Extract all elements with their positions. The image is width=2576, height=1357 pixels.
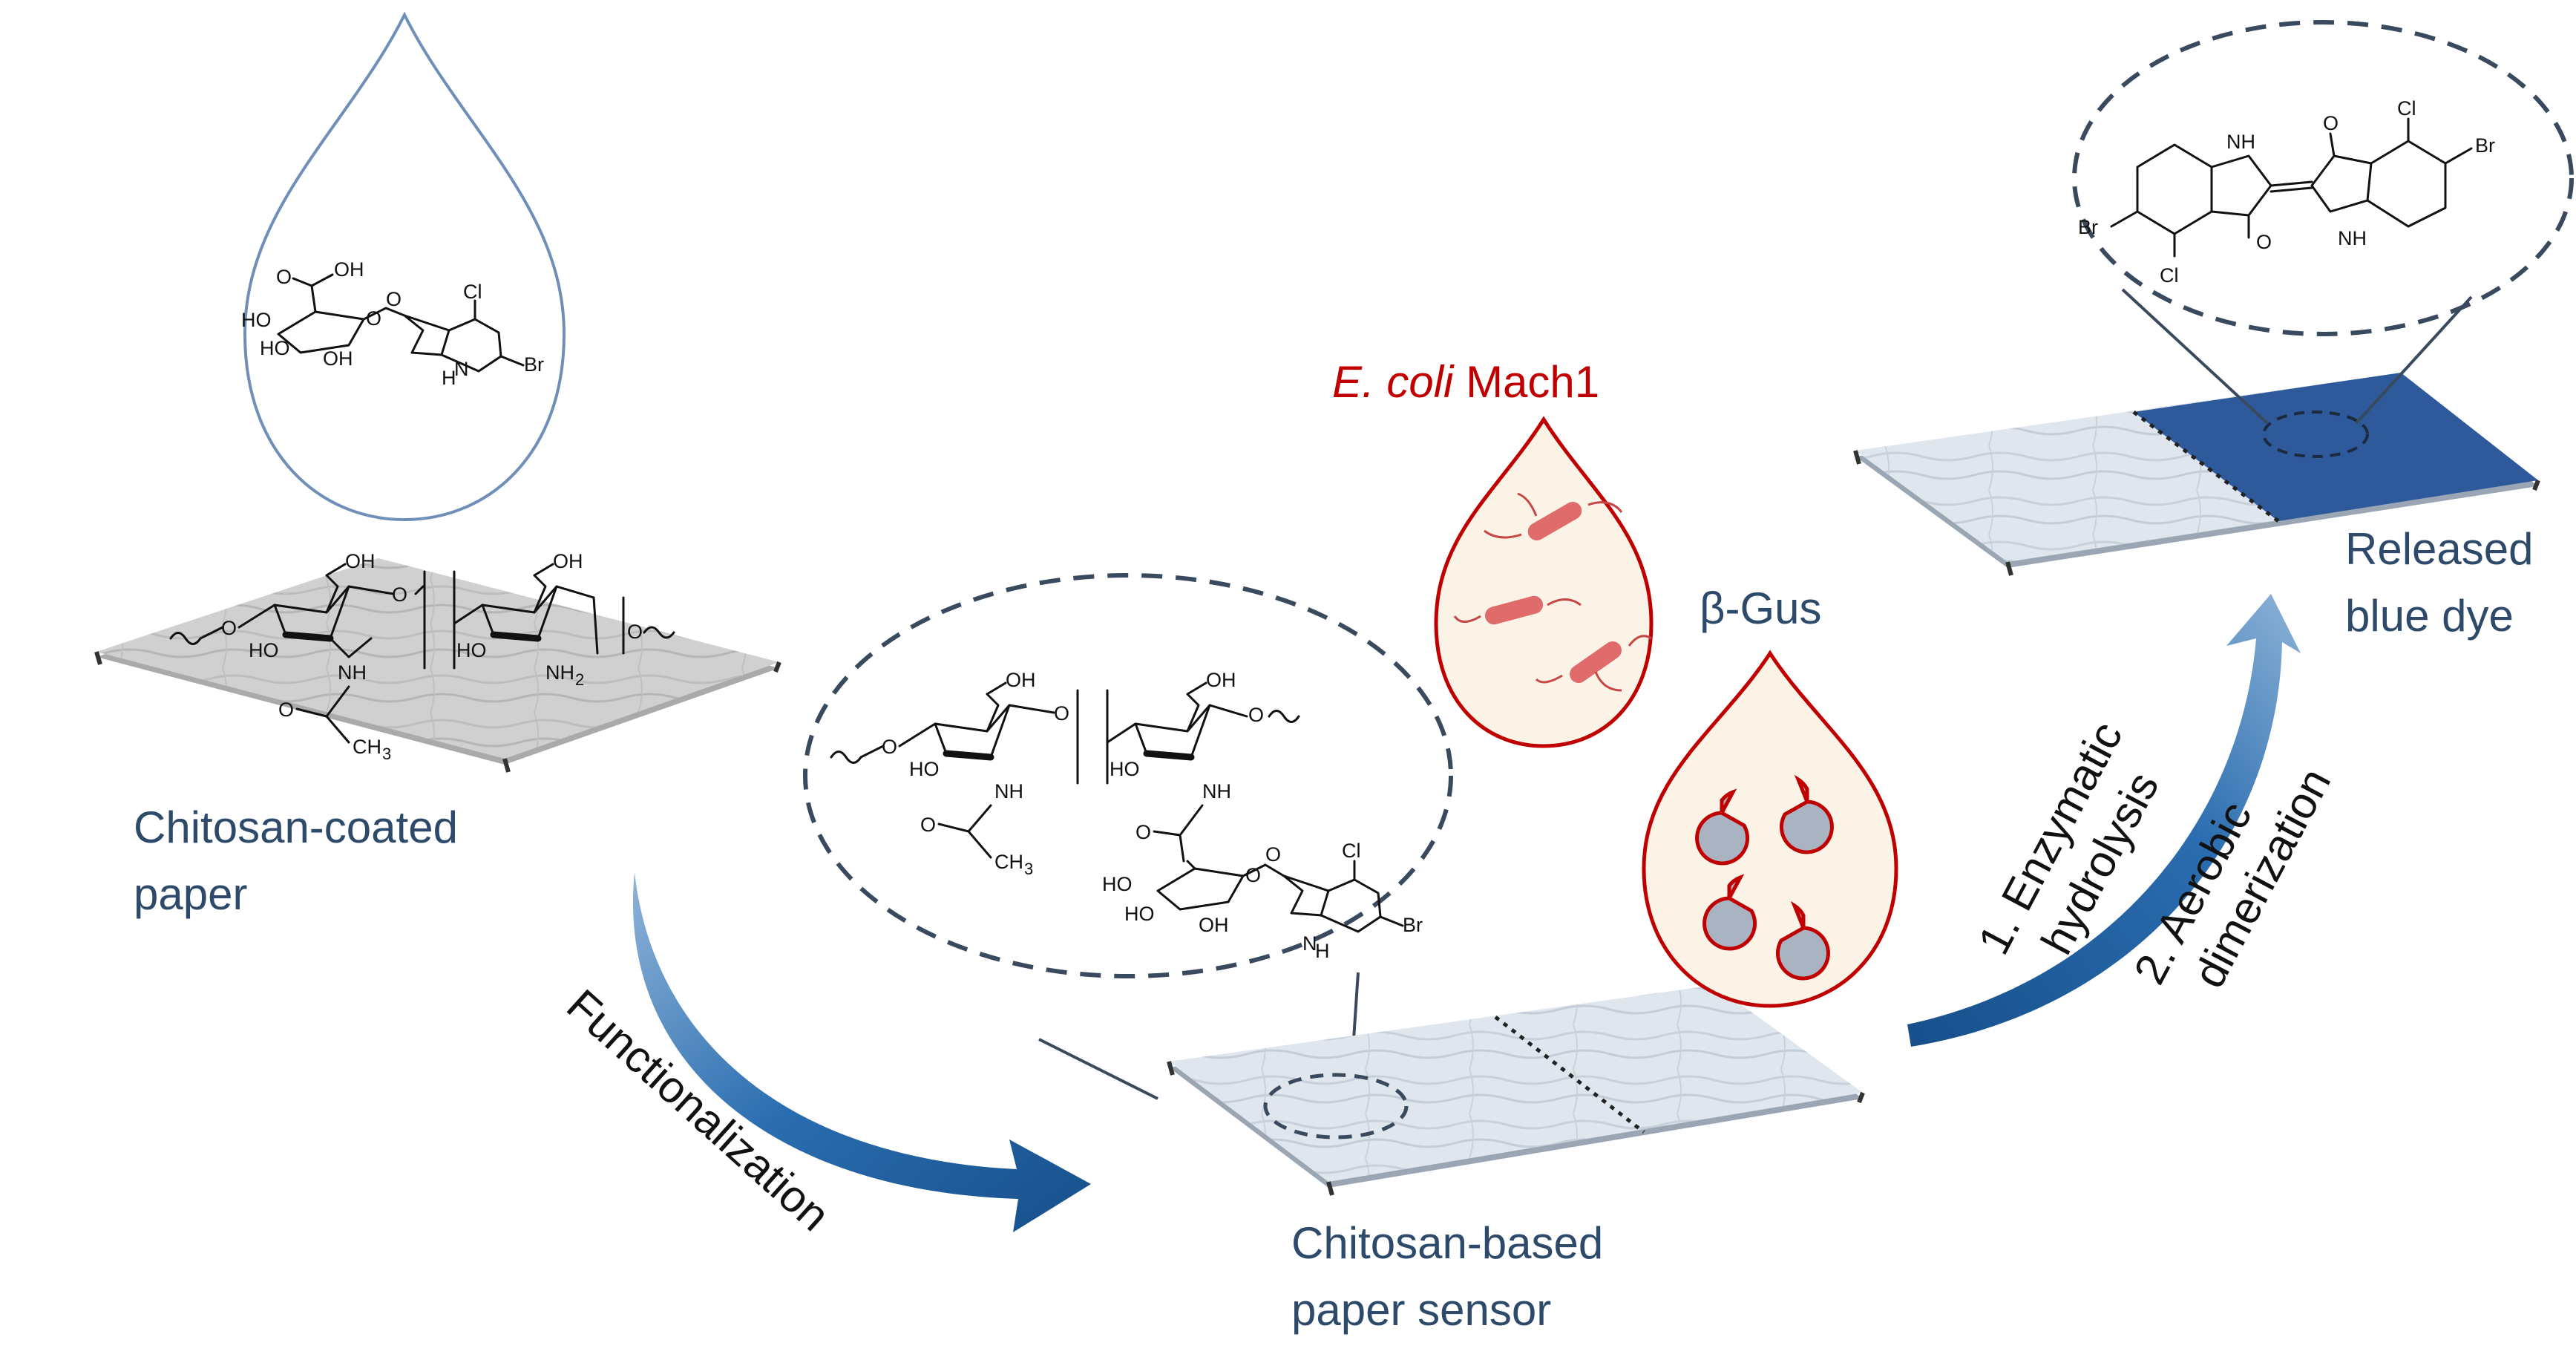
atom-ho: HO: [260, 337, 290, 359]
indigo-dye-structure: NH O Cl Br NH O Cl Br: [2078, 97, 2495, 287]
atom-cl: Cl: [1342, 840, 1361, 862]
atom-ch3: CH: [353, 736, 381, 758]
atom-cl: Cl: [463, 281, 482, 303]
enzyme-shapes: [1695, 774, 1834, 981]
atom-nh2: NH: [545, 661, 574, 684]
chitosan-coated-paper: [94, 558, 781, 773]
atom-nh: NH: [994, 780, 1023, 802]
atom-ho: HO: [249, 639, 279, 661]
atom-br: Br: [1403, 914, 1423, 936]
atom-o: O: [1265, 843, 1281, 866]
atom-o: O: [278, 699, 294, 721]
atom-nh2-sub: 2: [575, 670, 584, 689]
zoom-ellipse-dye: NH O Cl Br NH O Cl Br: [2072, 20, 2574, 425]
chitosan-coated-paper-label: Chitosan-coated: [134, 802, 458, 852]
atom-oh: OH: [1199, 914, 1229, 936]
atom-oh: OH: [345, 550, 376, 572]
atom-n: N: [454, 358, 469, 380]
atom-ch3-sub: 3: [1024, 860, 1033, 878]
atom-oh: OH: [1206, 669, 1236, 691]
atom-o: O: [627, 621, 643, 643]
atom-ho: HO: [1110, 758, 1140, 780]
chitosan-polymer-structure: O OH HO NH CH 3 O O OH HO NH 2 O: [169, 550, 675, 763]
atom-ho: HO: [909, 758, 940, 780]
beta-gus-label: β-Gus: [1700, 583, 1822, 633]
sensor-label: Chitosan-based: [1291, 1218, 1603, 1268]
atom-oh: OH: [334, 258, 364, 281]
atom-ho: HO: [1124, 903, 1155, 925]
atom-o: O: [882, 736, 897, 758]
atom-o: O: [386, 288, 402, 310]
atom-nh: NH: [2338, 227, 2367, 249]
atom-o: O: [1248, 704, 1264, 726]
atom-nh: NH: [2226, 131, 2255, 153]
atom-oh: OH: [323, 347, 353, 370]
atom-o: O: [221, 617, 237, 639]
atom-ch3: CH: [994, 851, 1023, 873]
atom-o: O: [2323, 112, 2339, 134]
zoom-ellipse-sensor: O OH HO NH O CH 3 O OH HO NH O O HO HO O…: [803, 573, 1453, 1100]
atom-oh: OH: [553, 550, 583, 572]
released-dye-paper: [1853, 373, 2540, 576]
atom-ho: HO: [241, 309, 272, 331]
atom-ho: HO: [1102, 873, 1133, 895]
functionalization-arrow: [632, 872, 1091, 1232]
atom-br: Br: [2475, 134, 2495, 157]
sensor-label-2: paper sensor: [1291, 1285, 1551, 1335]
ecoli-drop: [1434, 416, 1654, 748]
ecoli-strain: Mach1: [1466, 357, 1599, 407]
paper-sensor: [1167, 985, 1865, 1196]
atom-cl: Cl: [2397, 97, 2416, 120]
atom-br: Br: [524, 353, 544, 376]
beta-gus-drop: [1642, 650, 1898, 1008]
atom-nh: NH: [1202, 780, 1231, 802]
chitosan-coated-paper-label-2: paper: [134, 869, 247, 919]
atom-nh: NH: [338, 661, 367, 684]
atom-n: N: [1302, 932, 1317, 955]
released-label-2: blue dye: [2345, 591, 2514, 641]
atom-oh: OH: [1006, 669, 1036, 691]
atom-o: O: [1135, 821, 1151, 843]
ecoli-label: E. coli Mach1: [1332, 357, 1599, 407]
atom-o: O: [276, 266, 292, 288]
reaction-arrow: [1907, 594, 2301, 1047]
atom-h: H: [442, 367, 456, 389]
atom-ch3-sub: 3: [382, 745, 391, 763]
atom-o: O: [920, 814, 936, 836]
substrate-drop: OH O HO HO OH O O Cl Br H N: [241, 11, 566, 522]
bacteria: [1453, 492, 1652, 692]
atom-o: O: [392, 583, 407, 606]
ecoli-italic: E. coli: [1332, 357, 1455, 407]
atom-o: O: [1054, 702, 1069, 725]
atom-ho: HO: [456, 639, 487, 661]
atom-h: H: [1315, 940, 1330, 962]
released-label: Released: [2345, 524, 2534, 574]
atom-o: O: [2256, 231, 2272, 253]
atom-cl: Cl: [2160, 264, 2179, 287]
glucuronide-structure: OH O HO HO OH O O Cl Br H N: [241, 258, 544, 389]
functionalization-label: Functionalization: [557, 980, 839, 1240]
atom-br: Br: [2078, 216, 2098, 238]
